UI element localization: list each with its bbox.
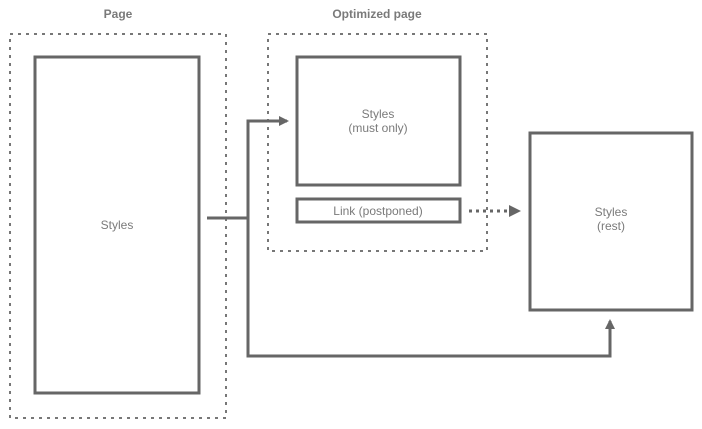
styles-must-only-label: Styles — [362, 107, 395, 121]
styles-box-label: Styles — [101, 218, 134, 232]
arrow-to-must-only — [246, 116, 289, 218]
arrow-to-rest — [246, 218, 615, 358]
optimized-page-header: Optimized page — [332, 7, 422, 21]
page-container — [9, 33, 227, 419]
styles-rest-label: Styles — [595, 205, 628, 219]
styles-rest-sublabel: (rest) — [597, 219, 625, 233]
page-header: Page — [104, 7, 133, 21]
link-postponed-label: Link (postponed) — [333, 204, 422, 218]
styles-must-only-box — [295, 55, 462, 187]
styles-rest-box — [528, 131, 694, 312]
styles-must-only-sublabel: (must only) — [348, 121, 407, 135]
optimized-page-container — [267, 33, 488, 252]
styles-box — [33, 55, 201, 395]
link-postponed-box — [295, 197, 462, 224]
dotted-arrow-head — [509, 205, 521, 217]
